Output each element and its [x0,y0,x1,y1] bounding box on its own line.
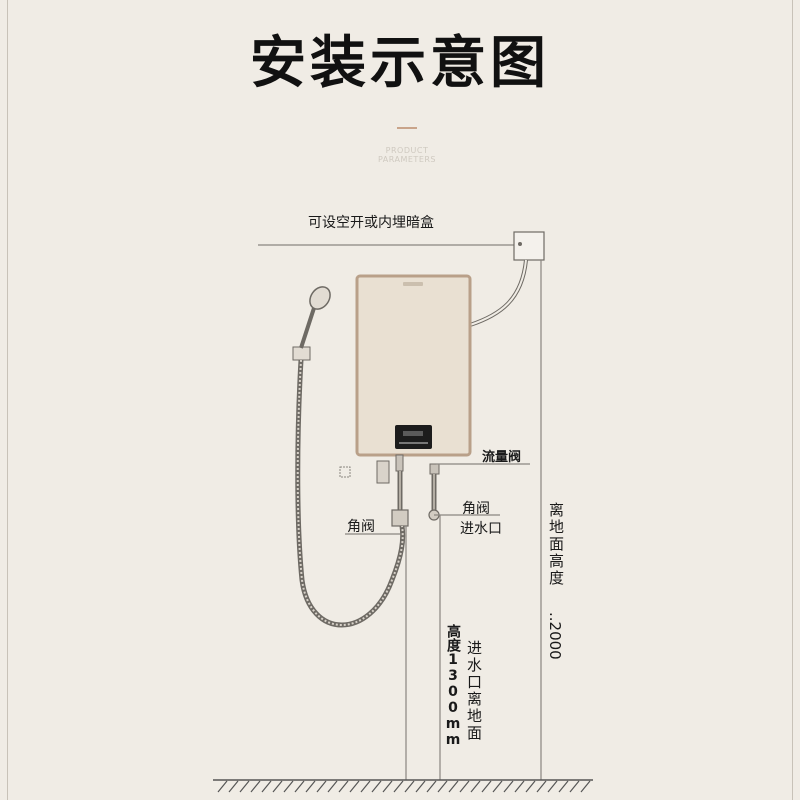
label-inlet-height: 进水口离地面 [465,640,483,742]
ground-hatch-mark [492,780,503,793]
water-heater-body [355,274,472,457]
label-height-ground-value: ..2000 [546,612,564,660]
ground-hatch-mark [294,780,305,793]
ground-hatch-mark [305,780,316,793]
subtitle-line-2: PARAMETERS [377,155,437,164]
title-accent-dash [397,127,417,129]
ground-hatch [217,780,591,793]
ground-hatch-mark [580,780,591,793]
ground-hatch-mark [415,780,426,793]
label-height-ground: 离地面高度 [547,502,565,587]
wall-fixture [376,460,390,484]
angle-valve-left [391,509,409,527]
frame-line-left [7,0,8,800]
shower-handle [299,307,316,349]
ground-hatch-mark [261,780,272,793]
ground-hatch-mark [360,780,371,793]
shower-hose-pattern [296,359,404,626]
ground-hatch-mark [503,780,514,793]
breaker-box-terminal [518,242,522,246]
breaker-box [513,231,545,261]
ground-hatch-mark [426,780,437,793]
ground-hatch-mark [250,780,261,793]
ground-hatch-mark [514,780,525,793]
frame-line-right [792,0,793,800]
ground-hatch-mark [459,780,470,793]
label-angle-valve-right: 角阀 [462,501,490,517]
ground-hatch-mark [393,780,404,793]
ground-hatch-mark [470,780,481,793]
heater-display-buttons [399,442,428,444]
heater-outlet-stub [395,454,404,472]
ground-hatch-mark [382,780,393,793]
ground-hatch-mark [404,780,415,793]
ground-hatch-mark [239,780,250,793]
ground-hatch-mark [228,780,239,793]
ground-hatch-mark [525,780,536,793]
power-cable [469,259,528,327]
ground-hatch-mark [569,780,580,793]
power-cable-inner [469,259,527,326]
ground-hatch-mark [448,780,459,793]
heater-display-digits [403,431,423,436]
label-breaker-box: 可设空开或内埋暗盒 [308,215,434,231]
page-title: 安装示意图 [250,31,550,96]
ground-hatch-mark [349,780,360,793]
shower-head [309,286,331,310]
ground-hatch-mark [283,780,294,793]
ground-hatch-mark [316,780,327,793]
ground-hatch-mark [371,780,382,793]
subtitle-line-1: PRODUCT [385,146,429,155]
ground-hatch-mark [338,780,349,793]
ground-hatch-mark [437,780,448,793]
heater-display [395,425,432,449]
ground-hatch-mark [481,780,492,793]
label-water-inlet: 进水口 [460,521,502,537]
label-flow-valve: 流量阀 [482,450,522,465]
shower-holder [292,346,311,361]
label-inlet-height-value: 高度1300mm [445,624,461,748]
label-angle-valve-left: 角阀 [347,519,375,535]
heater-inlet-stub [429,463,440,475]
water-heater-logo [403,282,423,286]
ground-hatch-mark [217,780,228,793]
ground-hatch-mark [272,780,283,793]
ground-hatch-mark [558,780,569,793]
ground-hatch-mark [327,780,338,793]
wall-outlet-mark [339,466,351,478]
ground-hatch-mark [547,780,558,793]
ground-hatch-mark [536,780,547,793]
